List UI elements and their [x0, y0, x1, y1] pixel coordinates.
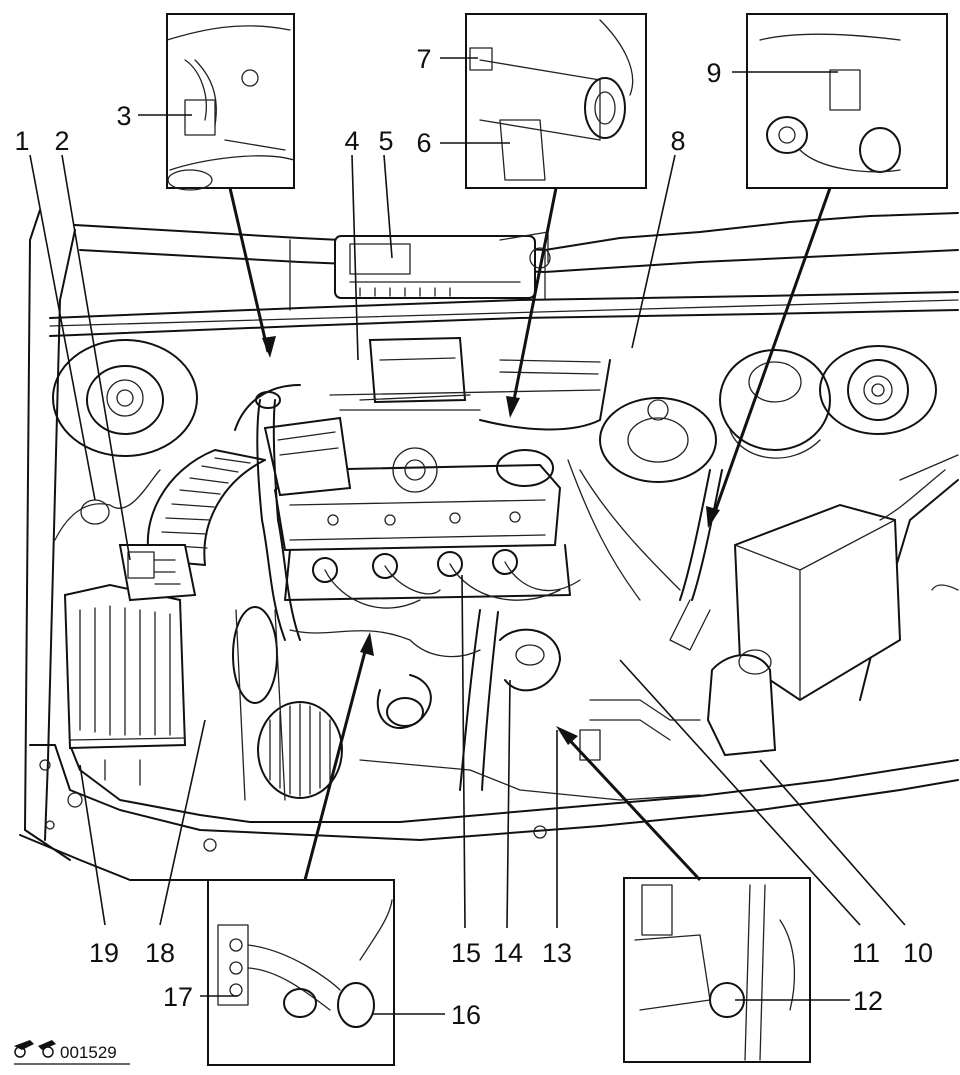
callout-18: 18: [145, 938, 175, 968]
callout-6: 6: [416, 128, 431, 158]
callout-7: 7: [416, 44, 431, 74]
inset-top-middle: [465, 13, 647, 189]
callout-10: 10: [903, 938, 933, 968]
callout-15: 15: [451, 938, 481, 968]
callout-14: 14: [493, 938, 523, 968]
callout-9: 9: [706, 58, 721, 88]
inset-top-right: [746, 13, 948, 189]
callout-labels: 1 2 3 4 5 6 7 8 9 10 11 12 13 14 15 16 1…: [14, 44, 933, 1030]
leader-lines: [29, 57, 906, 1015]
callout-13: 13: [542, 938, 572, 968]
callout-1: 1: [14, 126, 29, 156]
callout-5: 5: [378, 126, 393, 156]
figure-code: 001529: [14, 1040, 130, 1065]
callout-3: 3: [116, 101, 131, 131]
callout-4: 4: [344, 126, 359, 156]
inset-bottom-left: [207, 879, 395, 1066]
publisher-logo-icon: [14, 1040, 56, 1058]
inset-pointers: [228, 187, 832, 882]
callout-8: 8: [670, 126, 685, 156]
callout-2: 2: [54, 126, 69, 156]
callout-16: 16: [451, 1000, 481, 1030]
engine-bay-drawing: [19, 209, 959, 881]
callout-11: 11: [852, 938, 880, 968]
inset-top-left: [166, 13, 295, 191]
inset-bottom-right: [623, 877, 811, 1063]
callout-19: 19: [89, 938, 119, 968]
figure-code-text: 001529: [60, 1043, 117, 1062]
callout-17: 17: [163, 982, 193, 1012]
callout-12: 12: [853, 986, 883, 1016]
